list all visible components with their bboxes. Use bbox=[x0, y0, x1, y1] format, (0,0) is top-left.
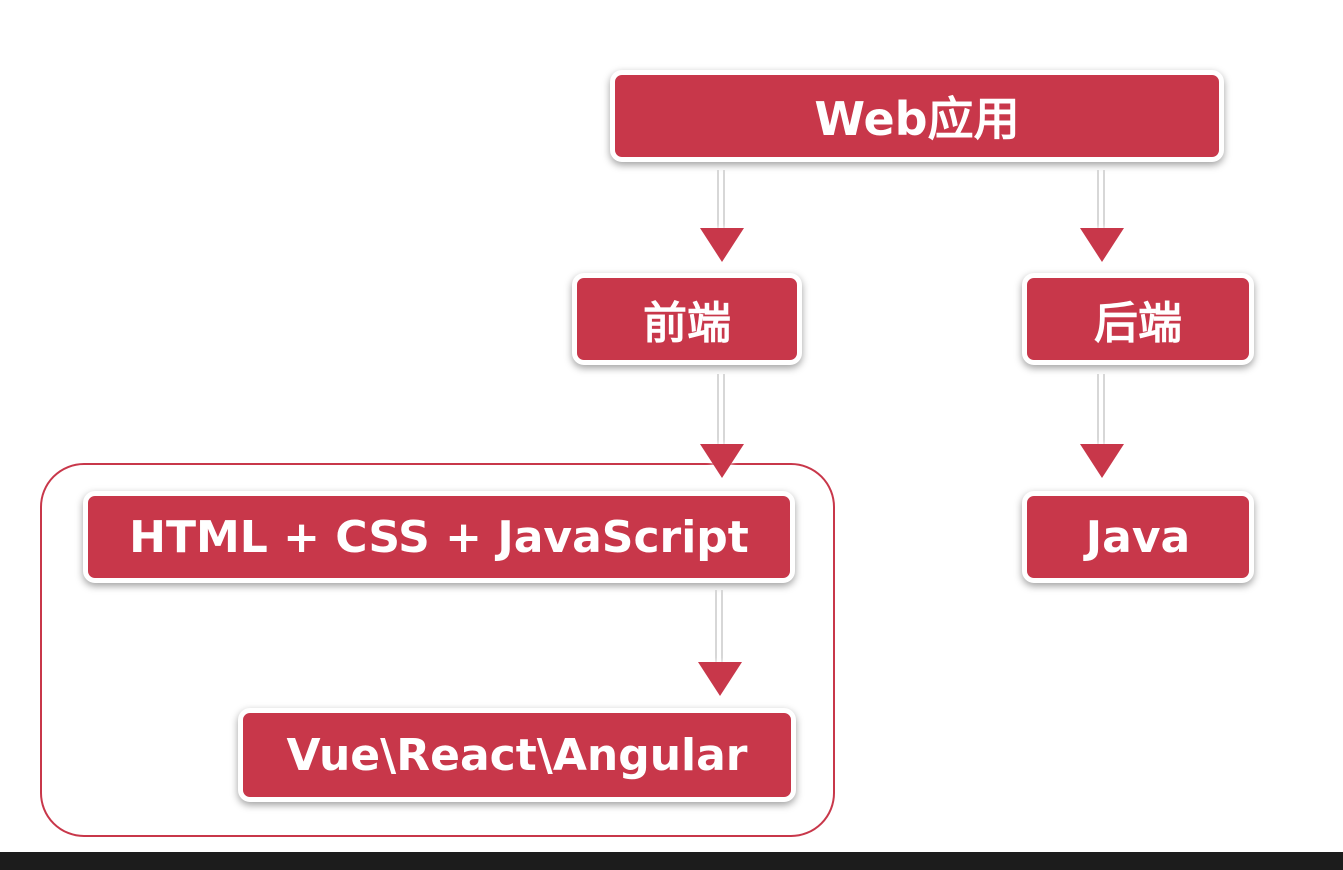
node-web-app-label: Web应用 bbox=[814, 92, 1020, 146]
arrow-frontend-to-basics-line bbox=[717, 374, 725, 448]
arrow-backend-to-java bbox=[1080, 374, 1124, 478]
node-web-app: Web应用 bbox=[610, 70, 1224, 162]
node-frontend-frameworks-label: Vue\React\Angular bbox=[286, 729, 748, 781]
node-backend-label: 后端 bbox=[1094, 298, 1182, 349]
node-backend-language-label: Java bbox=[1085, 511, 1191, 563]
arrow-basics-to-frameworks-line bbox=[715, 590, 723, 666]
bottom-edge-bar bbox=[0, 852, 1343, 870]
arrow-web-app-to-frontend-head bbox=[700, 228, 744, 262]
arrow-basics-to-frameworks-head bbox=[698, 662, 742, 696]
frontend-tech-group bbox=[40, 463, 835, 837]
arrow-web-app-to-backend-line bbox=[1097, 170, 1105, 232]
node-frontend-basics-label: HTML + CSS + JavaScript bbox=[129, 511, 749, 563]
node-frontend: 前端 bbox=[572, 273, 802, 365]
node-frontend-basics: HTML + CSS + JavaScript bbox=[83, 491, 795, 583]
node-backend-language: Java bbox=[1022, 491, 1254, 583]
arrow-frontend-to-basics bbox=[700, 374, 744, 478]
arrow-web-app-to-backend bbox=[1080, 170, 1124, 262]
node-frontend-frameworks: Vue\React\Angular bbox=[238, 708, 796, 802]
node-backend: 后端 bbox=[1022, 273, 1254, 365]
arrow-backend-to-java-head bbox=[1080, 444, 1124, 478]
node-frontend-label: 前端 bbox=[643, 298, 731, 349]
arrow-web-app-to-frontend-line bbox=[717, 170, 725, 232]
arrow-web-app-to-backend-head bbox=[1080, 228, 1124, 262]
arrow-basics-to-frameworks bbox=[698, 590, 742, 696]
arrow-frontend-to-basics-head bbox=[700, 444, 744, 478]
arrow-web-app-to-frontend bbox=[700, 170, 744, 262]
arrow-backend-to-java-line bbox=[1097, 374, 1105, 448]
